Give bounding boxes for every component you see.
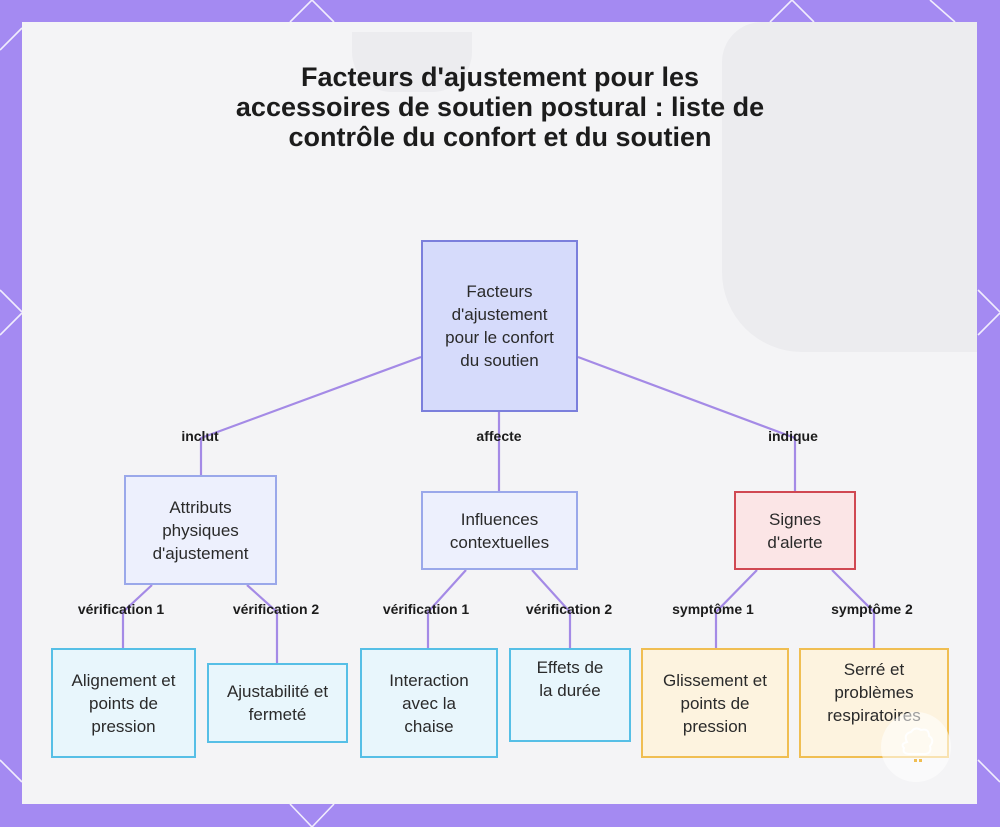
edge-label-symptom-2: symptôme 2 (831, 601, 913, 617)
edge-label-check-2: vérification 2 (232, 601, 320, 617)
node-alignment-label: Alignement et points de pression (71, 670, 176, 736)
connector-root-warning (577, 355, 797, 491)
node-contextual-influences: Influences contextuelles (421, 491, 578, 570)
edge-label-symptom-1: symptôme 1 (672, 601, 754, 617)
background-blur-shape (352, 32, 472, 92)
node-physical-attributes-label: Attributs physiques d'ajustement (152, 497, 249, 563)
node-chair-interaction: Interaction avec la chaise (360, 648, 498, 758)
edge-label-check-2-context: vérification 2 (525, 601, 613, 617)
connector-context-chair (426, 569, 467, 648)
node-slipping: Glissement et points de pression (641, 648, 789, 758)
node-duration-effects-label: Effets de la durée (536, 658, 604, 700)
connector-physical-alignment (121, 584, 153, 648)
edge-label-indicates: indique (768, 428, 818, 444)
connector-warning-tightness (831, 569, 876, 648)
connector-context-duration (531, 569, 572, 648)
connector-root-physical (199, 355, 422, 475)
node-tightness-label: Serré et problèmes respiratoires (827, 660, 921, 725)
page-title: Facteurs d'ajustement pour les accessoir… (235, 62, 765, 152)
edge-label-check-1-context: vérification 1 (382, 601, 470, 617)
connector-physical-adjustability (246, 584, 279, 663)
node-warning-signs-label: Signes d'alerte (767, 509, 823, 552)
node-adjustability: Ajustabilité et fermeté (207, 663, 348, 743)
node-root-label: Facteurs d'ajustement pour le confort du… (445, 282, 554, 370)
edge-label-includes: inclut (181, 428, 219, 444)
node-duration-effects: Effets de la durée (509, 648, 631, 742)
brain-icon (901, 727, 934, 762)
node-contextual-influences-label: Influences contextuelles (449, 509, 550, 552)
node-warning-signs: Signes d'alerte (734, 491, 856, 570)
background-blur-shape (722, 22, 977, 352)
node-alignment: Alignement et points de pression (51, 648, 196, 758)
node-physical-attributes: Attributs physiques d'ajustement (124, 475, 277, 585)
connector-warning-slipping (714, 569, 758, 648)
edge-label-affects: affecte (476, 428, 522, 444)
badge-icon (881, 712, 951, 782)
node-chair-interaction-label: Interaction avec la chaise (389, 670, 469, 736)
node-slipping-label: Glissement et points de pression (663, 670, 767, 736)
node-adjustability-label: Ajustabilité et fermeté (226, 682, 329, 724)
edge-label-check-1: vérification 1 (77, 601, 165, 617)
node-root: Facteurs d'ajustement pour le confort du… (421, 240, 578, 412)
